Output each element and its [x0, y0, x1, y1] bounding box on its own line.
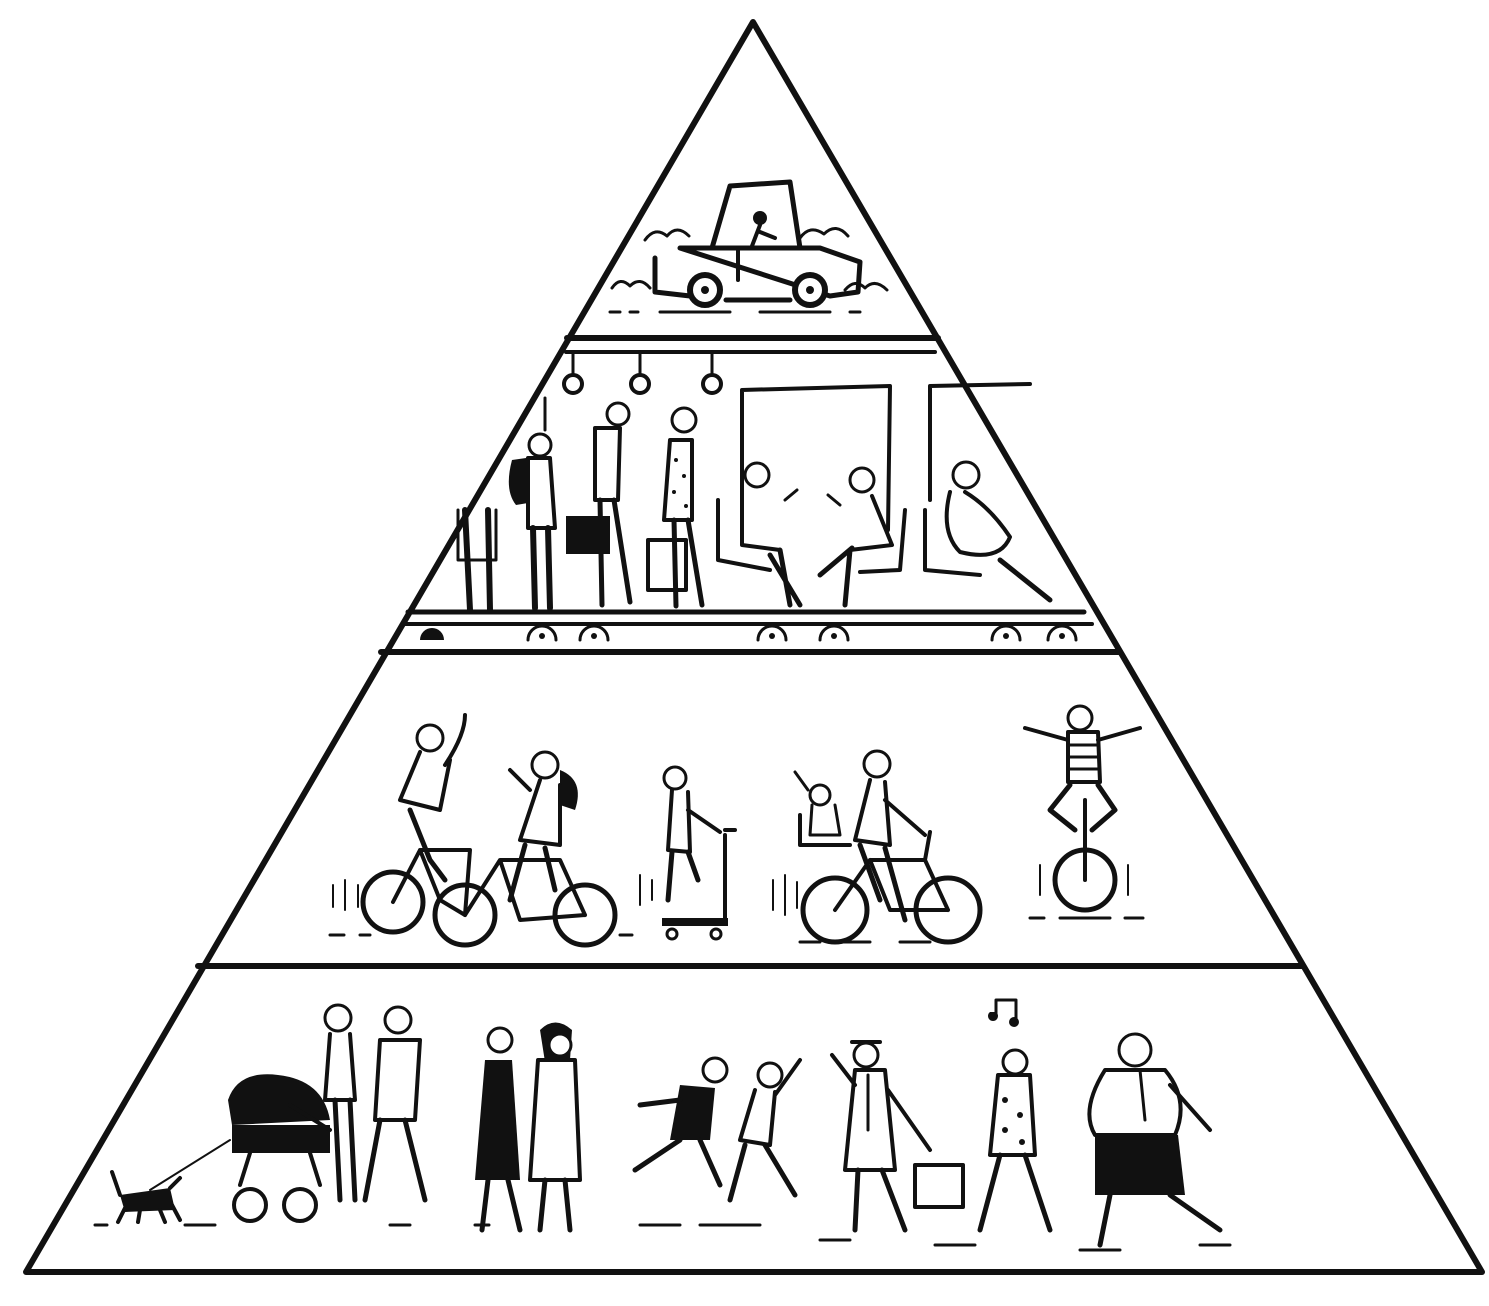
tier-cycling	[328, 704, 1145, 948]
tier-dividers	[195, 335, 1305, 969]
pyramid-outline	[23, 19, 1485, 1275]
large-man	[1087, 1032, 1223, 1248]
cyclists-icon	[328, 704, 1145, 948]
train-passengers-icon	[402, 350, 1094, 642]
stroller-couple	[228, 1003, 428, 1223]
standing-passengers	[456, 401, 705, 613]
woman-listening-music	[977, 998, 1053, 1233]
pedestrians-icon	[93, 998, 1232, 1252]
dog-walker-dog	[110, 1139, 231, 1224]
scooter-rider	[639, 765, 737, 941]
cargo-bike-rider	[772, 749, 983, 945]
tier-car	[608, 179, 889, 314]
car-driver-icon	[608, 179, 889, 314]
hand-straps	[562, 350, 723, 395]
two-women	[475, 1022, 582, 1233]
unicyclist	[1023, 704, 1145, 920]
tier-public-transport	[402, 350, 1094, 642]
seated-passengers	[716, 460, 1053, 608]
tier-walking	[93, 998, 1232, 1252]
train-wheels	[420, 624, 1078, 642]
bicycle-pair	[328, 713, 634, 948]
businessman	[830, 1040, 965, 1233]
running-kids	[632, 1056, 802, 1203]
